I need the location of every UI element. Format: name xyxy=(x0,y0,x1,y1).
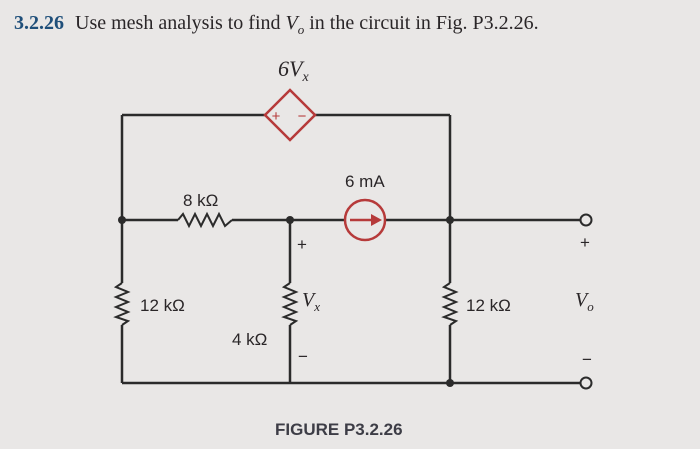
dependent-voltage-source: + − xyxy=(263,88,317,142)
resistor-4k-label: 4 kΩ xyxy=(232,330,267,349)
problem-text-after: in the circuit in Fig. P3.2.26. xyxy=(309,12,539,34)
resistor-12k-right-label: 12 kΩ xyxy=(466,296,511,315)
resistor-4k xyxy=(281,282,299,326)
vx-plus: + xyxy=(297,235,307,254)
problem-variable: Vo xyxy=(285,12,305,37)
dep-source-plus: + xyxy=(272,108,281,125)
circuit-wires xyxy=(120,113,580,385)
current-source xyxy=(343,198,387,242)
problem-number: 3.2.26 xyxy=(14,12,64,34)
resistor-12k-left-label: 12 kΩ xyxy=(140,296,185,315)
vo-plus: + xyxy=(580,233,590,252)
resistor-12k-left xyxy=(113,282,131,326)
dep-source-label: 6Vx xyxy=(278,56,309,85)
vo-minus: − xyxy=(582,350,592,369)
resistors xyxy=(113,211,459,326)
circuit-nodes xyxy=(118,216,454,387)
vo-label: Vo xyxy=(575,289,594,314)
current-source-label: 6 mA xyxy=(345,172,385,191)
problem-text-before: Use mesh analysis to find xyxy=(75,12,281,34)
resistor-12k-right xyxy=(441,282,459,326)
figure-caption: FIGURE P3.2.26 xyxy=(275,420,403,439)
resistor-8k-label: 8 kΩ xyxy=(183,191,218,210)
problem-statement: 3.2.26 Use mesh analysis to find Vo in t… xyxy=(14,12,690,38)
vx-minus: − xyxy=(298,347,308,366)
resistor-8k xyxy=(177,211,233,229)
vx-label: Vx xyxy=(302,289,320,314)
output-terminals xyxy=(579,213,593,390)
dep-source-minus: − xyxy=(298,108,307,125)
